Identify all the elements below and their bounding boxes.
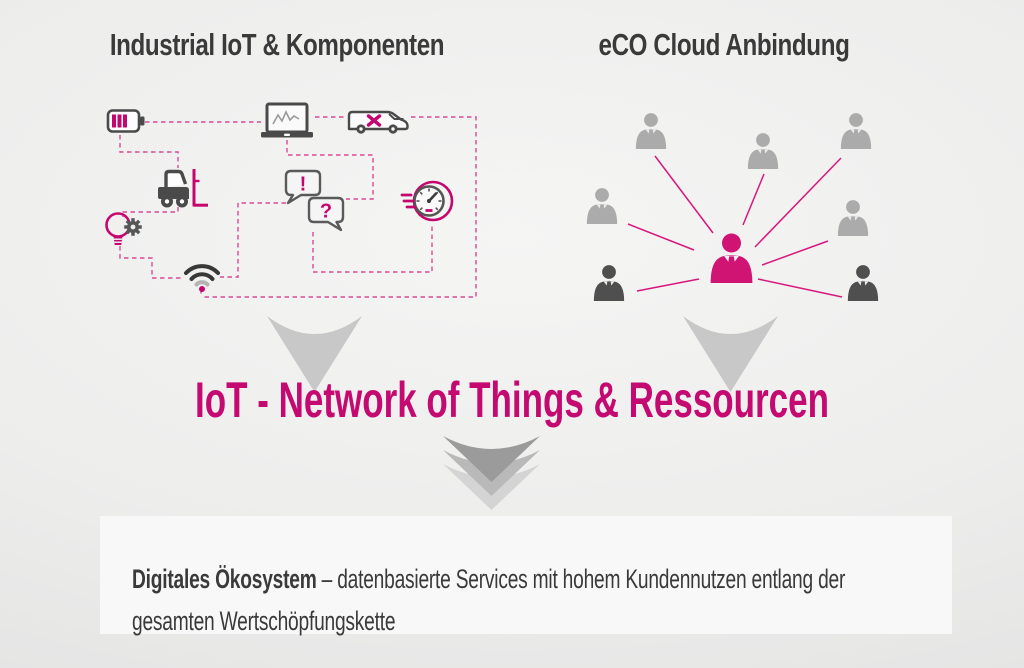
service-van-icon (346, 104, 412, 136)
speed-lines (400, 193, 417, 209)
question-mark: ? (320, 201, 332, 223)
person-bottom-left (592, 264, 626, 301)
digital-ecosystem-text: Digitales Ökosystem – datenbasierte Serv… (132, 559, 920, 643)
alert-speech-bubble-icon: ! (282, 169, 324, 207)
person-bottom-right (846, 264, 880, 301)
lightbulb-gear-icon (102, 211, 146, 253)
heading-industrial-iot: Industrial IoT & Komponenten (109, 27, 445, 62)
person-top-middle (746, 132, 780, 169)
heading-eco-cloud: eCO Cloud Anbindung (598, 27, 850, 62)
iot-dashed-connector-lines (119, 116, 477, 298)
person-center-hub (708, 232, 755, 283)
person-top-right (839, 112, 873, 149)
digital-ecosystem-lead: Digitales Ökosystem (132, 564, 317, 594)
laptop-chart-icon (259, 102, 315, 140)
battery-icon (106, 107, 146, 135)
digital-ecosystem-description: – datenbasierte Services mit hohem Kunde… (132, 564, 846, 636)
digital-ecosystem-box: Digitales Ökosystem – datenbasierte Serv… (100, 516, 952, 636)
forklift-icon (152, 167, 210, 215)
person-top-left (634, 112, 668, 149)
triple-chevron-down-icon (443, 436, 540, 510)
exclamation-mark: ! (300, 174, 307, 196)
forklift-mast (192, 169, 208, 207)
gear-icon (124, 218, 142, 236)
down-arrow-left (267, 316, 362, 392)
person-mid-right (836, 199, 870, 236)
speedometer-icon (400, 180, 454, 224)
crossed-tools-icon (366, 114, 382, 127)
wifi-icon (183, 258, 221, 292)
people-network-lines (627, 155, 843, 298)
down-arrow-right (683, 316, 778, 392)
person-mid-left (585, 187, 619, 224)
question-speech-bubble-icon: ? (305, 196, 347, 234)
main-title: IoT - Network of Things & Ressourcen (195, 372, 829, 428)
